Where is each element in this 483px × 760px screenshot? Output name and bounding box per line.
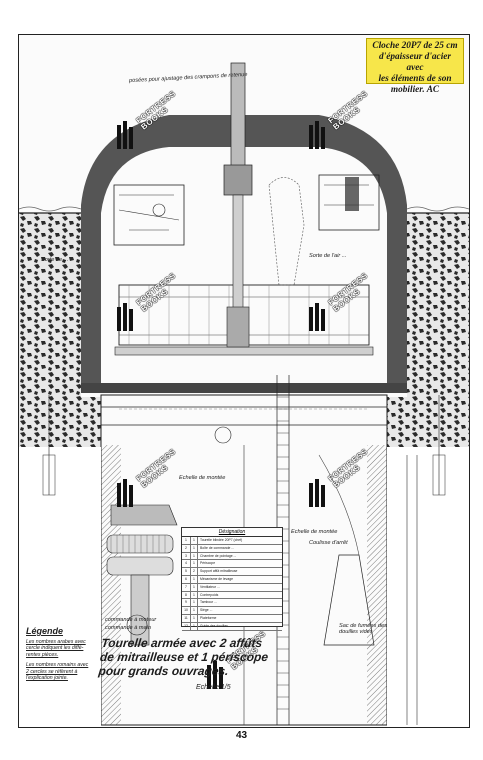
schedule-cell-n: 6 [182,575,191,583]
schedule-cell-q: 1 [191,607,198,614]
caption-line: Cloche 20P7 de 25 cm [372,41,458,51]
schedule-cell-d: Chambre de pointage ... [200,553,237,558]
legend: Légende Les nombres arabes avec cercle i… [26,626,104,681]
schedule-cell-n: 1 [182,537,191,544]
schedule-cell-d: Guide des douilles [200,623,228,628]
right-gun-mount [318,174,380,231]
annotation-ladder-right: Echelle de montée [291,529,338,535]
caption-line: les éléments de son [378,74,452,84]
schedule-cell-d: Périscope [200,561,216,566]
schedule-cell-q: 1 [191,583,198,591]
scale-label: Echelle 1/5 [196,684,231,691]
schedule-cell-q: 1 [191,560,198,568]
technical-drawing: posées pour ajustage des crampons de ret… [18,34,470,728]
turret-blueprint [19,62,469,727]
schedule-cell-d: Tourelle blindée 20P7 (chef) [200,538,243,542]
schedule-cell-d: Siège ... [200,608,213,613]
title-line: de mitrailleuse et 1 périscope [99,650,269,664]
schedule-cell-n: 9 [182,599,191,607]
legend-line: 2 cercles se réfèrent à [26,668,78,675]
counterweight [106,504,178,646]
title-line: Tourelle armée avec 2 affûts [100,636,263,650]
schedule-cell-d: Ventilateur ... [200,584,220,589]
schedule-cell-q: 1 [191,544,198,552]
drawing-title: Tourelle armée avec 2 affûts de mitraill… [98,636,288,678]
caption-line: d'épaisseur d'acier avec [378,52,452,73]
schedule-cell-q: 1 [191,552,198,560]
schedule-cell-q: 1 [191,591,198,599]
schedule-cell-d: Support affût mitrailleuse [200,569,238,574]
schedule-cell-q: 1 [191,614,198,622]
schedule-header: Désignation [182,528,282,537]
schedule-cell-q: 2 [191,568,198,575]
schedule-cell-d: Boîte de commande ... [200,545,235,550]
legend-line: l'explication jointe. [26,675,68,682]
caption-box: Cloche 20P7 de 25 cm d'épaisseur d'acier… [366,38,464,95]
schedule-cell-q: 1 [191,537,198,544]
schedule-cell-n: 5 [182,568,191,575]
annotation-ladder: Echelle de montée [179,475,226,481]
schedule-cell-d: Mécanisme de levage [200,576,233,581]
legend-title: Légende [26,626,64,636]
annotation-right-ground: Sorte de l'air ... [309,253,347,259]
schedule-cell-q: 1 [191,575,198,583]
legend-line: Les nombres arabes avec [26,639,86,645]
annotation-hand-drive: commande à main [105,625,152,631]
title-line: pour grands ouvrages. [97,664,230,678]
annotation-stop-slide: Coulisse d'arrêt [309,540,348,546]
schedule-cell-n: 7 [182,583,191,591]
ladder [276,375,290,725]
schedule-cell-n: 10 [182,607,191,614]
schedule-cell-q: 1 [191,622,198,630]
schedule-cell-n: 4 [182,560,191,568]
page-number: 43 [235,730,248,741]
annotation-shell-bag: Sac de fumées des douilles vides [339,623,387,635]
schedule-cell-n: 3 [182,552,191,560]
caption-line: mobilier. AC [390,85,440,95]
legend-line: cercle indiquent les diffé- [26,645,84,652]
annotation-motor-drive: commande à moteur [105,617,157,623]
legend-line: rentes pièces. [26,651,59,658]
schedule-cell-q: 1 [191,599,198,607]
schedule-cell-n: 12 [182,622,191,630]
schedule-cell-n: 2 [182,544,191,552]
schedule-cell-d: Contrepoids [200,592,219,597]
schedule-cell-d: Tambour ... [200,600,217,605]
concrete-dome [81,115,407,390]
schedule-cell-n: 8 [182,591,191,599]
schedule-cell-n: 11 [182,614,191,622]
legend-line: Les nombres romains avec [26,662,89,669]
schedule-cell-d: Plateforme [200,615,217,620]
left-gun-mount [113,184,185,246]
annotation-left-ground: Sorte de ... [41,257,69,263]
